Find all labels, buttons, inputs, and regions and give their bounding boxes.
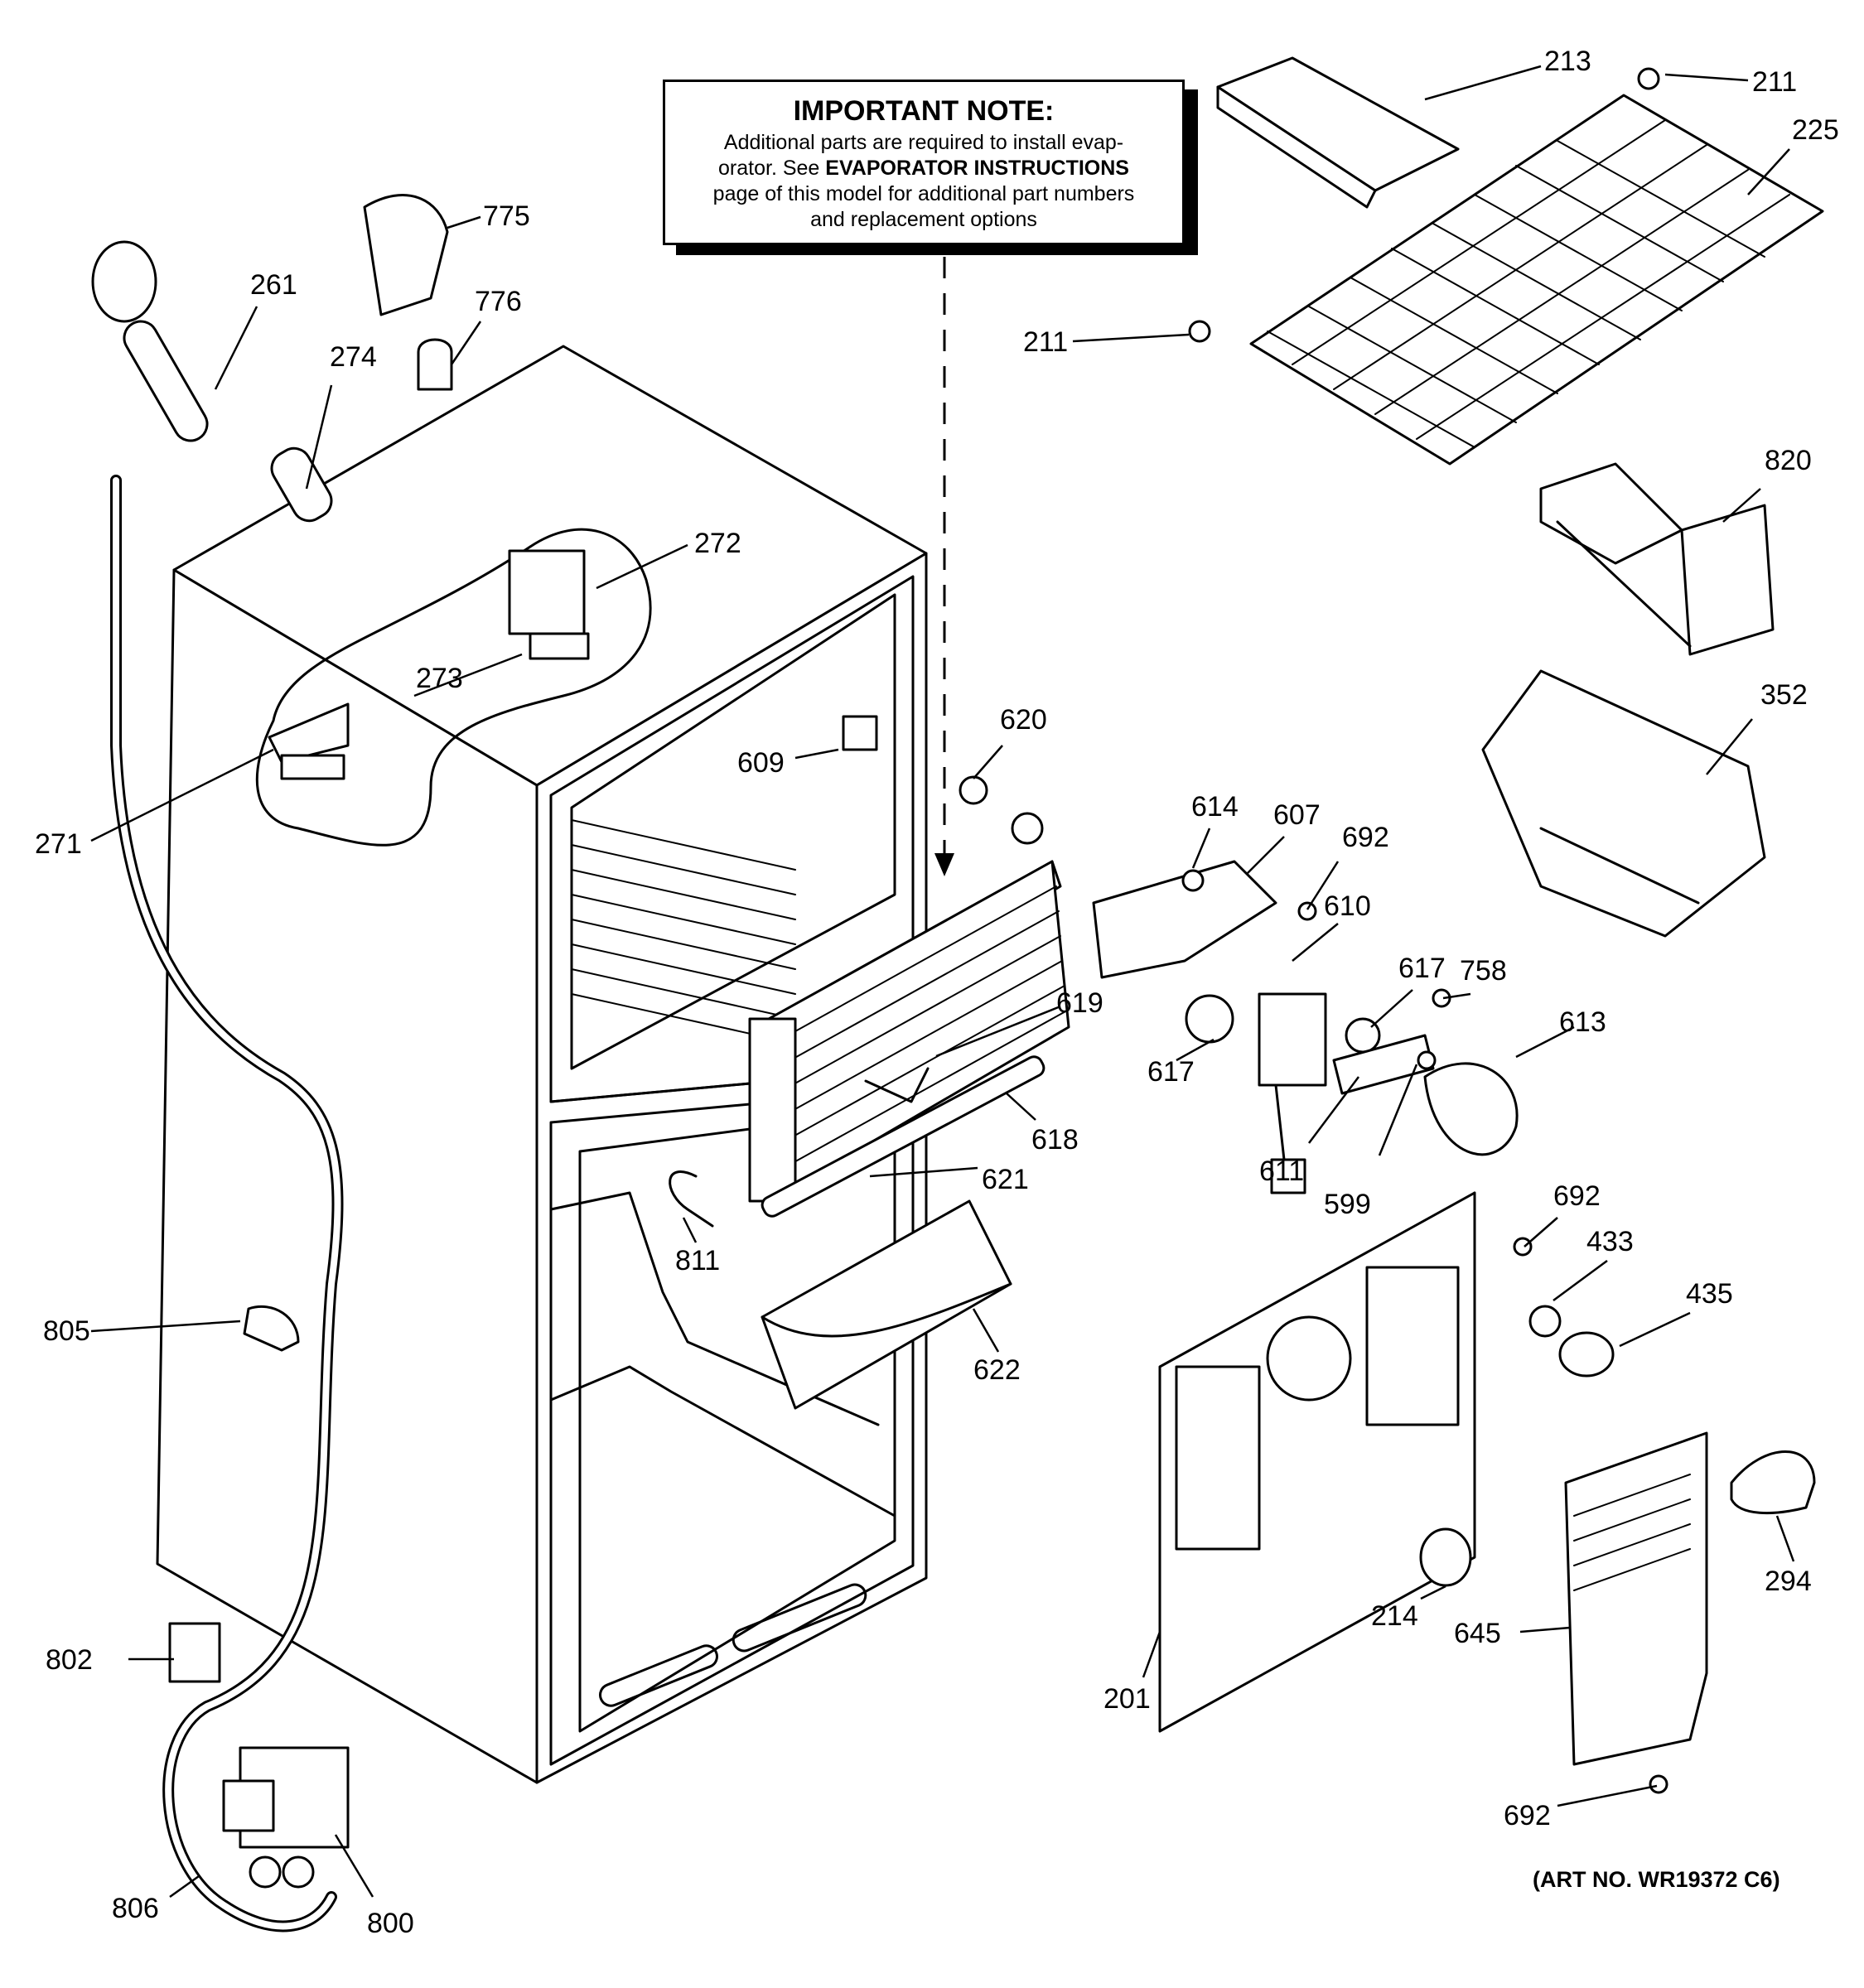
light-bulb <box>1558 1331 1615 1378</box>
callout-614: 614 <box>1191 791 1239 823</box>
callout-607: 607 <box>1273 799 1321 831</box>
fan-grille <box>1564 1431 1708 1766</box>
note-title: IMPORTANT NOTE: <box>793 95 1055 127</box>
callout-692-c: 692 <box>1504 1800 1551 1831</box>
callout-805: 805 <box>43 1315 90 1347</box>
screw-692b <box>1513 1237 1533 1257</box>
callout-800: 800 <box>367 1908 414 1939</box>
clip-802 <box>168 1622 221 1683</box>
note-line-2-text: orator. See <box>718 157 826 180</box>
note-instructions-link: EVAPORATOR INSTRUCTIONS <box>825 157 1129 180</box>
switch-609 <box>842 715 878 751</box>
note-line-4: and replacement options <box>810 208 1037 231</box>
cabinet <box>156 345 928 1784</box>
callout-811: 811 <box>675 1245 720 1276</box>
retainer-811 <box>669 1170 714 1228</box>
callout-261: 261 <box>250 269 297 301</box>
note-line-2: orator. See EVAPORATOR INSTRUCTIONS <box>665 156 1182 181</box>
callout-599: 599 <box>1324 1189 1371 1220</box>
callout-619: 619 <box>1056 987 1103 1019</box>
evaporator-cover <box>1158 1191 1476 1733</box>
screw-692a <box>1297 901 1317 921</box>
callout-213: 213 <box>1544 46 1591 77</box>
note-line-3: page of this model for additional part n… <box>712 182 1135 205</box>
defrost-heater <box>761 1055 1045 1218</box>
cap-620 <box>959 775 988 805</box>
harness-clip-271 <box>268 702 350 764</box>
callout-352: 352 <box>1760 679 1808 711</box>
callout-294: 294 <box>1765 1566 1812 1597</box>
callout-433: 433 <box>1586 1226 1634 1257</box>
leader-lines <box>90 65 1795 1899</box>
callout-820: 820 <box>1765 445 1812 476</box>
callout-758: 758 <box>1460 955 1507 987</box>
harness-pad-273 <box>529 632 590 660</box>
nut-599 <box>1417 1050 1437 1070</box>
heater-clip-619 <box>864 1067 930 1103</box>
shelf-plug-211a <box>1637 67 1660 90</box>
callout-613: 613 <box>1559 1006 1606 1038</box>
callout-609: 609 <box>737 747 785 779</box>
callout-802: 802 <box>46 1644 93 1676</box>
callout-692-a: 692 <box>1342 822 1389 853</box>
callout-776: 776 <box>475 286 522 317</box>
harness-clip-272 <box>508 549 586 635</box>
callout-271: 271 <box>35 828 82 860</box>
callout-692-b: 692 <box>1553 1180 1601 1212</box>
important-note: IMPORTANT NOTE: Additional parts are req… <box>663 80 1185 245</box>
plug-614 <box>1181 869 1205 892</box>
art-number: (ART NO. WR19372 C6) <box>1533 1867 1780 1892</box>
callout-labels: 213 211 225 775 261 776 274 211 820 272 … <box>35 46 1839 1939</box>
fill-tube-assembly <box>91 194 453 523</box>
harness-pad-271 <box>280 754 345 780</box>
callout-622: 622 <box>973 1354 1021 1386</box>
callout-618: 618 <box>1031 1124 1079 1156</box>
callout-617-b: 617 <box>1147 1056 1195 1088</box>
callout-806: 806 <box>112 1893 159 1924</box>
ice-maker <box>1539 462 1775 656</box>
note-line-1: Additional parts are required to install… <box>723 131 1124 154</box>
evaporator <box>748 812 1070 1203</box>
callout-775: 775 <box>483 200 530 232</box>
callout-274: 274 <box>330 341 377 373</box>
callout-273: 273 <box>416 663 463 694</box>
clamp-805 <box>243 1305 300 1352</box>
callout-214: 214 <box>1371 1600 1418 1632</box>
shelf-plug-211b <box>1188 320 1211 343</box>
callout-435: 435 <box>1686 1278 1733 1310</box>
callout-617-a: 617 <box>1398 953 1446 984</box>
light-shield <box>1730 1450 1816 1514</box>
screw-692c <box>1649 1774 1668 1794</box>
ice-bucket <box>1481 669 1766 938</box>
light-socket <box>1528 1305 1562 1338</box>
fan-motor-assembly <box>1092 860 1519 1194</box>
callout-272: 272 <box>694 528 741 559</box>
callout-211-top: 211 <box>1752 66 1797 98</box>
ice-tray <box>1216 56 1460 209</box>
wire-shelf <box>1249 94 1824 466</box>
callout-211-mid: 211 <box>1023 326 1068 358</box>
callout-621: 621 <box>982 1164 1029 1195</box>
callout-645: 645 <box>1454 1618 1501 1649</box>
callout-610: 610 <box>1324 890 1371 922</box>
note-body: Additional parts are required to install… <box>665 130 1182 233</box>
callout-201: 201 <box>1103 1683 1151 1715</box>
callout-620: 620 <box>1000 704 1047 736</box>
callout-611: 611 <box>1259 1156 1304 1187</box>
wiring-harness <box>255 528 652 847</box>
callout-225: 225 <box>1792 114 1839 146</box>
water-valve <box>222 1746 350 1889</box>
